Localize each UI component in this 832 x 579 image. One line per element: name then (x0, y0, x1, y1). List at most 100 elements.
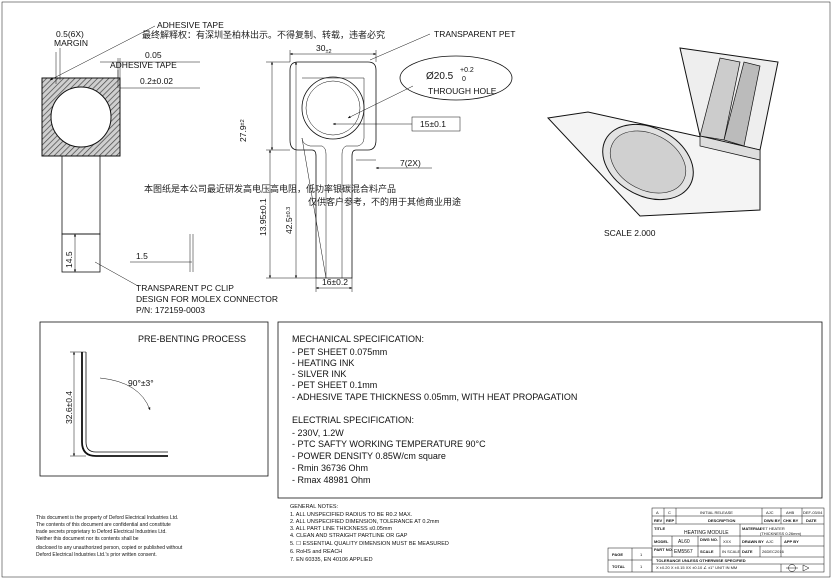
mech-title: MECHANICAL SPECIFICATION: (292, 334, 424, 344)
material-label: MATERIAL (742, 526, 763, 531)
dim-42-5: 42.5±0.3 (284, 207, 294, 234)
note-item: 3. ALL PART LINE THICKNESS ≤0.05mm (290, 526, 392, 532)
elec-item: - PTC SAFTY WORKING TEMPERATURE 90°C (292, 439, 486, 449)
legal-line: disclosed to any unauthorized person, co… (36, 545, 183, 551)
dwg-label: DWG NO. (700, 537, 718, 542)
title-value: HEATING MODULE (684, 530, 729, 536)
appby-label: APP BY (784, 539, 799, 544)
drawn-value: AJC (766, 539, 774, 544)
dim-13-95: 13.95±0.1 (258, 198, 268, 236)
elec-item: - Rmin 36736 Ohm (292, 463, 368, 473)
margin-dim: 0.5(6X) (56, 29, 84, 39)
spec-box (277, 321, 823, 499)
scale-tb-value: IN SCALE (722, 549, 741, 554)
elec-item: - POWER DENSITY 0.85W/cm square (292, 451, 446, 461)
rev-date: DEF-03/04 (803, 510, 823, 515)
legal-notice: This document is the property of Deford … (36, 515, 183, 558)
note-item: 2. ALL UNSPECIFIED DIMENSION, TOLERANCE … (290, 519, 440, 525)
col-rep: REP (666, 518, 675, 523)
isometric-view (546, 47, 779, 217)
note-item: 4. CLEAN AND STRAIGHT PARTLINE OR GAP (290, 533, 408, 539)
general-notes: GENERAL NOTES: 1. ALL UNSPECIFIED RADIUS… (290, 504, 449, 563)
tolerance-values: X ±0.20 X ±0.15 XX ±0.10 ∠ ±1° UNIT IN M… (656, 565, 737, 570)
prebend-box (39, 321, 269, 477)
pet-outline (289, 61, 377, 279)
page-value: 1 (640, 552, 643, 557)
rev-c: C (668, 510, 671, 515)
material-value: PET HEATER (760, 526, 785, 531)
through-hole (301, 76, 365, 140)
dim-14-5: 14.5 (64, 251, 74, 268)
hole-diameter: Ø20.5 (426, 71, 454, 82)
dim-27-9: 27.9±2 (238, 119, 248, 142)
watermark-line-b: 本图纸是本公司最近研发高电压高电阻，低功率银碳混合料产品 (144, 183, 396, 195)
mech-item: - HEATING INK (292, 358, 354, 368)
legal-line: Deford Electrical Industries Ltd.'s prio… (36, 552, 157, 558)
hole-outline (50, 86, 112, 148)
initial-release: INITIAL RELEASE (700, 510, 733, 515)
dim-30: 30±2 (316, 43, 332, 55)
notes-title: GENERAL NOTES: (290, 504, 339, 510)
col-chk-by: CHK BY (783, 518, 799, 523)
mech-item: - PET SHEET 0.1mm (292, 380, 377, 390)
legal-line: trade secrets proprietary to Deford Elec… (36, 529, 167, 535)
elec-item: - Rmax 48981 Ohm (292, 475, 371, 485)
dim-7: 7(2X) (400, 158, 421, 168)
total-value: 1 (640, 564, 643, 569)
connector-clip (61, 233, 101, 273)
adhesive-tape-thickness: 0.05 (145, 50, 162, 60)
watermark-line-a: 最终解释权：有深圳圣柏林出示。不得复制、转载，违者必究 (142, 29, 385, 41)
mech-item: - PET SHEET 0.075mm (292, 347, 387, 357)
total-label: TOTAL (612, 564, 626, 569)
tape-offset-dim: 0.2±0.02 (140, 76, 173, 86)
note-item: 1. ALL UNSPECIFIED RADIUS TO BE R0.2 MAX… (290, 512, 413, 518)
hole-tol-minus: 0 (462, 76, 466, 83)
part-label: PART NO. (654, 547, 673, 552)
left-view-labels: 0.5(6X) MARGIN ADHESIVE TAPE 0.05 ADHESI… (54, 20, 278, 315)
legal-line: Neither this document nor its contents s… (36, 536, 139, 542)
note-item: 7. EN 60335, EN 40106 APPLIED (290, 557, 373, 563)
material-value-2: (THICKNESS 0.26mm) (760, 531, 802, 536)
rev-chk: AHB (786, 510, 795, 515)
date-tb-label: DATE (742, 549, 753, 554)
legal-line: The contents of this document are confid… (36, 522, 171, 528)
tolerance-title: TOLERANCE UNLESS OTHERWISE SPECIFIED (656, 558, 746, 563)
prebend-labels: PRE-BENTING PROCESS 90°±3° 32.6±0.4 (64, 334, 246, 424)
left-view (41, 25, 200, 287)
dwg-value: XXX (723, 539, 731, 544)
legal-line: This document is the property of Deford … (36, 515, 178, 521)
elec-title: ELECTRIAL SPECIFICATION: (292, 415, 414, 425)
part-number-label: P/N: 172159-0003 (136, 305, 205, 315)
adhesive-tape-side-label: ADHESIVE TAPE (110, 60, 177, 70)
rev-a: A (656, 510, 659, 515)
mechanical-spec: MECHANICAL SPECIFICATION: - PET SHEET 0.… (292, 334, 577, 402)
prebend-angle: 90°±3° (128, 378, 154, 388)
margin-label: MARGIN (54, 38, 88, 48)
title-block-text: A C INITIAL RELEASE AJC AHB DEF-03/04 RE… (612, 510, 823, 570)
note-item: 5. ☐ ESSENTIAL QUALITY DIMENSION MUST BE… (290, 540, 449, 547)
through-hole-label: THROUGH HOLE (428, 86, 497, 96)
col-description: DESCRIPTION (708, 518, 735, 523)
center-view (266, 33, 513, 292)
pc-clip-label: TRANSPARENT PC CLIP (136, 283, 234, 293)
col-date: DATE (806, 518, 817, 523)
prebend-height: 32.6±0.4 (64, 391, 74, 424)
col-rev: REV (654, 518, 663, 523)
mech-item: - ADHESIVE TAPE THICKNESS 0.05mm, WITH H… (292, 392, 577, 402)
watermarks: 最终解释权：有深圳圣柏林出示。不得复制、转载，违者必究 本图纸是本公司最近研发高… (142, 29, 461, 208)
mech-item: - SILVER INK (292, 369, 346, 379)
prebend-sketch (70, 351, 168, 457)
scale-label: SCALE 2.000 (604, 228, 656, 238)
part-value: EM5567 (674, 549, 693, 555)
dim-15: 15±0.1 (420, 119, 446, 129)
note-item: 6. RoHS and REACH (290, 549, 342, 555)
electrical-spec: ELECTRIAL SPECIFICATION: - 230V, 1.2W - … (292, 415, 486, 485)
hole-tol-plus: +0.2 (460, 67, 474, 74)
col-dwn-by: DWN BY (764, 518, 781, 523)
title-label: TITLE (654, 526, 665, 531)
transparent-pet-label: TRANSPARENT PET (434, 29, 515, 39)
dim-1-5: 1.5 (136, 251, 148, 261)
hole-callout-bubble (399, 55, 513, 101)
